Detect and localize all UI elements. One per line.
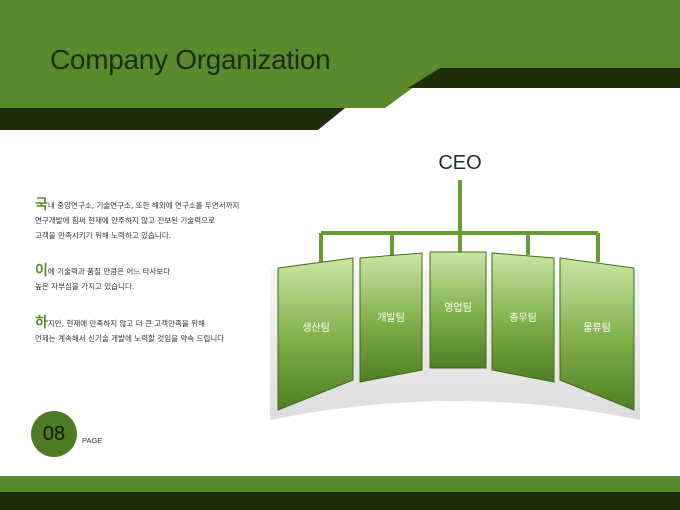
paragraph-2: 이에 기술력과 품질 만큼은 어느 타사보다 높은 자부심을 가지고 있습니다. <box>35 264 170 294</box>
page-label: PAGE <box>82 436 103 445</box>
paragraph-line: 지만, 현재에 만족하지 않고 더 큰 고객만족을 위해 <box>47 319 205 328</box>
team-label-5: 물류팀 <box>583 323 611 334</box>
paragraph-line: 연구개발에 힘써 현재에 안주하지 않고 진보된 기술력으로 <box>35 216 215 225</box>
paragraph-1: 국내 중앙연구소, 기술연구소, 또한 해외에 연구소를 두면서까지 연구개발에… <box>35 198 239 243</box>
ceo-label: CEO <box>438 152 482 174</box>
paragraph-3: 하지만, 현재에 만족하지 않고 더 큰 고객만족을 위해 언제는 계속해서 신… <box>35 316 224 346</box>
footer-band <box>0 476 680 510</box>
team-label-1: 생산팀 <box>302 323 330 334</box>
paragraph-line: 언제는 계속해서 신기술 개발에 노력할 것임을 약속 드립니다 <box>35 334 225 343</box>
team-panel-1 <box>277 257 354 411</box>
team-label-4: 총무팀 <box>509 313 537 324</box>
paragraph-initial: 하 <box>35 315 48 331</box>
team-panel-4 <box>491 252 555 383</box>
team-panel-5 <box>559 257 635 411</box>
paragraph-initial: 이 <box>35 263 48 279</box>
header-band <box>0 0 680 130</box>
org-connectors <box>319 180 600 262</box>
team-panel-3 <box>429 251 487 369</box>
paragraph-line: 고객을 만족시키기 위해 노력하고 있습니다. <box>35 231 172 240</box>
page-title: Company Organization <box>50 44 331 75</box>
paragraph-line: 높은 자부심을 가지고 있습니다. <box>35 282 135 291</box>
team-label-2: 개발팀 <box>377 313 405 324</box>
paragraph-initial: 국 <box>35 197 48 213</box>
paragraph-line: 에 기술력과 품질 만큼은 어느 타사보다 <box>47 267 171 276</box>
page-number-badge: 08 <box>31 411 77 457</box>
paragraph-line: 내 중앙연구소, 기술연구소, 또한 해외에 연구소를 두면서까지 <box>47 201 240 210</box>
team-panel-2 <box>359 252 423 383</box>
team-label-3: 영업팀 <box>444 303 472 314</box>
